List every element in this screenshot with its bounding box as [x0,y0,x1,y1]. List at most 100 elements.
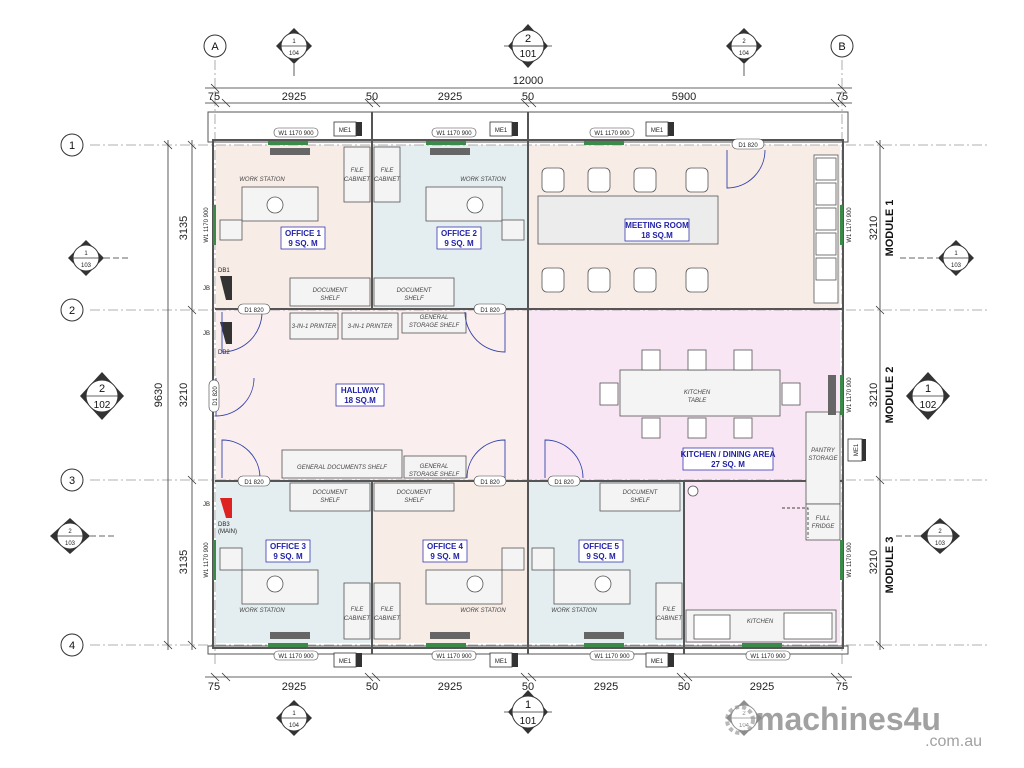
label-file: FILE [351,607,365,613]
window [584,643,624,647]
room-name-meeting: MEETING ROOM [625,221,689,230]
label-work-station: WORK STATION [239,608,285,614]
window [426,643,466,647]
window-tag-label: W1 1170 900 [278,131,314,137]
module-2-label: MODULE 2 [884,367,896,424]
label-printer: 3-IN-1 PRINTER [348,324,393,330]
label-cabinet: CABINET [344,177,371,183]
label-work-station: WORK STATION [460,608,506,614]
room-name-office2: OFFICE 2 [441,229,478,238]
window [268,141,308,145]
me1-label: ME1 [495,128,508,134]
chair [587,267,611,293]
file-cabinet [343,146,371,203]
grid-bubbles [60,34,854,657]
db3-main-label: (MAIN) [218,529,237,535]
label-kitchen-table: KITCHEN [684,390,711,396]
label-file: FILE [351,168,365,174]
dim-overall-width: 12000 [513,75,544,87]
label-file: FILE [381,607,395,613]
room-name-office4: OFFICE 4 [427,542,464,551]
section-marker-left-lower [50,518,116,554]
me1-label: ME1 [651,659,664,665]
label-printer: 3-IN-1 PRINTER [292,324,337,330]
me1-label: ME1 [339,128,352,134]
room-area-office3: 9 SQ. M [273,552,303,561]
section-marker-right-mid [906,372,950,420]
general-documents-shelf [281,449,403,479]
label-general: GENERAL [420,315,449,321]
chair [633,267,657,293]
section-left-lower-sheet: 103 [65,541,76,547]
label-kitchen-bench: KITCHEN [747,619,774,625]
room-area-meeting: 18 SQ.M [641,231,673,240]
window-tag-label: W1 1170 900 [594,131,630,137]
watermark-brand: machines4u [756,701,941,737]
window [213,540,216,580]
window-tag-label: W1 1170 900 [436,654,472,660]
desk [219,547,243,571]
me1-label: ME1 [339,659,352,665]
dim-right-0: 3210 [868,216,880,240]
room-area-office1: 9 SQ. M [288,239,318,248]
chair [599,382,619,406]
label-pantry-storage: STORAGE [808,456,838,462]
label-storage-shelf: STORAGE SHELF [409,472,460,478]
jb-label: JB [203,286,210,292]
label-file: FILE [381,168,395,174]
grid-label-2: 2 [69,305,75,317]
grid-label-a: A [211,41,219,53]
grid-bubble-4 [60,633,84,657]
room-label-boxes [265,218,774,563]
me1-label: ME1 [651,128,664,134]
document-shelf [289,482,371,512]
dim-bottom-4: 50 [522,681,534,693]
room-area-kitchen: 27 SQ. M [711,460,745,469]
section-right-mid-sheet: 102 [920,400,937,411]
me1-label: ME1 [495,659,508,665]
document-shelf [373,277,455,307]
desk [501,547,525,571]
watermark-gear-icon [725,705,755,735]
file-cabinet [655,582,683,640]
document-shelf [599,482,681,512]
door-tag-label: D1 820 [244,308,264,314]
bin [687,485,699,497]
window [840,540,843,580]
chair [733,349,753,371]
section-marker-right-lower [896,518,960,554]
dim-bottom-7: 2925 [750,681,774,693]
dim-top-2: 50 [366,91,378,103]
jb-label: JB [203,502,210,508]
db2-label: DB2 [218,350,230,356]
dim-left-1: 3210 [178,383,190,407]
bench-seat [815,182,837,206]
desk [531,547,555,571]
office-chair [466,575,484,593]
db1-label: DB1 [218,268,230,274]
door-tags [208,138,765,487]
dim-right-1: 3210 [868,383,880,407]
room-area-office5: 9 SQ. M [586,552,616,561]
label-fridge: FULL [816,516,831,522]
desk [501,219,525,241]
label-document: DOCUMENT [397,288,433,294]
dim-bottom-3: 2925 [438,681,462,693]
grid-label-4: 4 [69,640,75,652]
grid-label-b: B [838,41,845,53]
door-tag-label: D1 820 [554,480,574,486]
db1-box [220,276,232,300]
file-cabinet [373,146,401,203]
dim-left-0: 3135 [178,216,190,240]
label-shelf: SHELF [404,498,424,504]
window-tag-label: W1 1170 900 [750,654,786,660]
file-cabinet [343,582,371,640]
chairs [266,157,837,593]
window-tag-label: W1 1170 900 [847,542,853,578]
watermark: machines4u .com.au [725,701,982,750]
section-right-upper-num: 1 [954,251,958,257]
grid-bubble-1 [60,133,84,157]
section-bottom-left-sheet: 104 [289,723,300,729]
grid-label-3: 3 [69,475,75,487]
